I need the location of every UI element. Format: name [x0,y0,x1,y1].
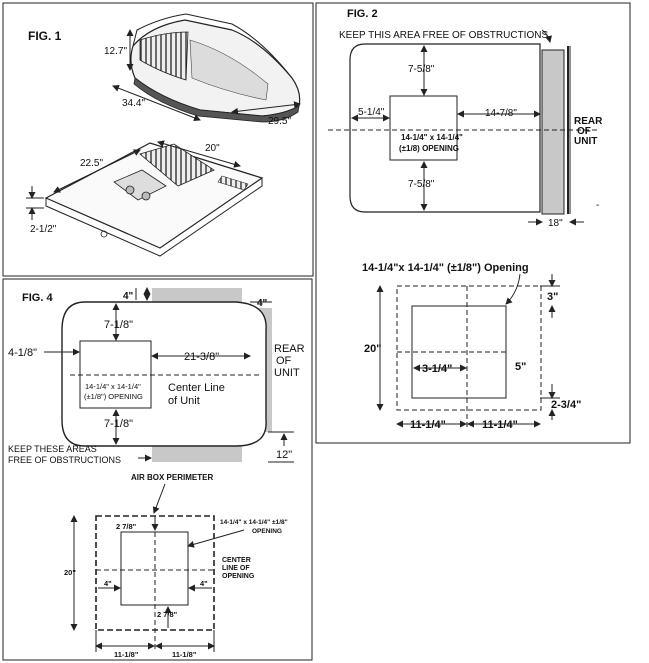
fig4-airbox-title: AIR BOX PERIMETER [131,473,213,482]
fig4-airbox-center-line3: OPENING [222,573,255,580]
fig2-rear-unit-block [541,49,565,215]
fig2-opening [389,95,458,161]
fig2-border [315,2,631,444]
fig4-opening [79,340,152,409]
fig1-border [2,2,314,277]
fig4-opening-line2: (±1/8") OPENING [84,392,143,401]
fig4-top-clearance [152,288,242,302]
fig4-airbox-height: 20" [64,568,76,577]
svg-text:-: - [596,200,599,211]
fig4-airbox-left: 4" [104,579,112,588]
fig2-detail-opening [411,305,507,399]
fig2-detail-title: 14-1/4"x 14-1/4" (±1/8") Opening [362,262,529,274]
fig4-airbox-top: 2 7/8" [116,522,137,531]
fig1-width-dim-line [231,101,301,115]
fig1-dim-base-height: 2-1/2" [30,224,57,235]
fig1-dim-height: 12.7" [104,46,127,57]
fig4-center-line2: of Unit [168,395,200,407]
fig4-dim-right-clear: 4" [257,298,268,309]
fig2-detail-top: 3" [547,291,558,303]
fig2-detail-right: 5" [515,361,526,373]
fig4-dim-left: 4-1/8" [8,347,37,359]
fig2-keep-free: KEEP THIS AREA FREE OF OBSTRUCTIONS [339,30,548,41]
fig4-center-line1: Center Line [168,382,225,394]
fig1-title: FIG. 1 [28,29,62,43]
fig4-keep-free-line1: KEEP THESE AREAS [8,444,97,454]
fig2-rear-line3: UNIT [574,136,597,147]
fig4-airbox-center-line1: CENTER [222,557,251,564]
fig4-rear-line2: OF [276,355,292,367]
fig4-panel: FIG. 4 4" 4" 7-1/8" 4-1/8" 21-3/8" REAR … [2,278,313,661]
fig2-dim-left: 5-1/4" [358,107,385,118]
fig4-dim-right: 21-3/8" [184,351,219,363]
fig2-dim-top: 7-5/8" [408,64,435,75]
fig2-detail-perimeter [396,285,542,411]
fig1-length-dim-line [112,84,201,122]
fig4-dim-top-clear: 4" [123,291,134,302]
fig1-dim-length: 34.4" [122,98,145,109]
fig2-dim-right: 14-7/8" [485,108,517,119]
fig4-rear-line1: REAR [274,343,305,355]
fig4-rear-line3: UNIT [274,367,300,379]
fig1-panel: FIG. 1 12.7" 34.4" 29.5" 22 [2,2,314,277]
fig2-dim-bottom: 7-5/8" [408,179,435,190]
fig4-opening-line1: 14-1/4" x 14-1/4" [85,382,141,391]
fig2-detail-height: 20" [364,343,381,355]
fig2-title: FIG. 2 [347,8,378,20]
fig2-opening-line2: (±1/8) OPENING [399,144,459,153]
fig4-airbox-opening-line2: OPENING [252,528,282,535]
fig2-panel: FIG. 2 KEEP THIS AREA FREE OF OBSTRUCTIO… [315,2,631,444]
fig2-detail-half-left: 11-1/4" [410,419,446,431]
fig4-keep-free-line2: FREE OF OBSTRUCTIONS [8,455,121,465]
fig1-base-width-dim-line [157,140,241,168]
fig2-detail-half-right: 11-1/4" [482,419,518,431]
ceiling-base-illustration [44,142,264,257]
fig4-dim-top: 7-1/8" [104,319,133,331]
fig4-dim-rear: 12" [276,449,292,461]
fig4-title: FIG. 4 [22,292,53,304]
fig1-base-length-dim-line [53,149,141,193]
fig2-rear-line2: OF [577,126,591,137]
fig1-dim-base-width: 20" [205,143,220,154]
fig2-detail-bottom: 2-3/4" [551,399,581,411]
fig4-dim-bottom: 7-1/8" [104,418,133,430]
fig4-bottom-clearance [152,446,242,462]
fig1-dim-base-length: 22.5" [80,158,103,169]
ac-unit-illustration [130,13,301,123]
fig4-airbox-half-left: 11-1/8" [114,650,139,659]
fig2-rear-line1: REAR [574,116,603,127]
fig2-opening-line1: 14-1/4" x 14-1/4" [401,133,463,142]
fig1-dim-width: 29.5" [268,116,291,127]
fig2-detail-left: 3-1/4" [422,363,452,375]
fig4-airbox-bottom: 2 7/8" [157,610,178,619]
fig4-airbox-right: 4" [200,579,208,588]
fig4-border [2,278,313,661]
fig2-dim-rear: 18" [548,218,563,229]
fig4-airbox-opening-line1: 14-1/4" x 14-1/4" ±1/8" [220,519,288,526]
fig4-airbox-center-line2: LINE OF [222,565,250,572]
fig4-airbox-half-right: 11-1/8" [172,650,197,659]
